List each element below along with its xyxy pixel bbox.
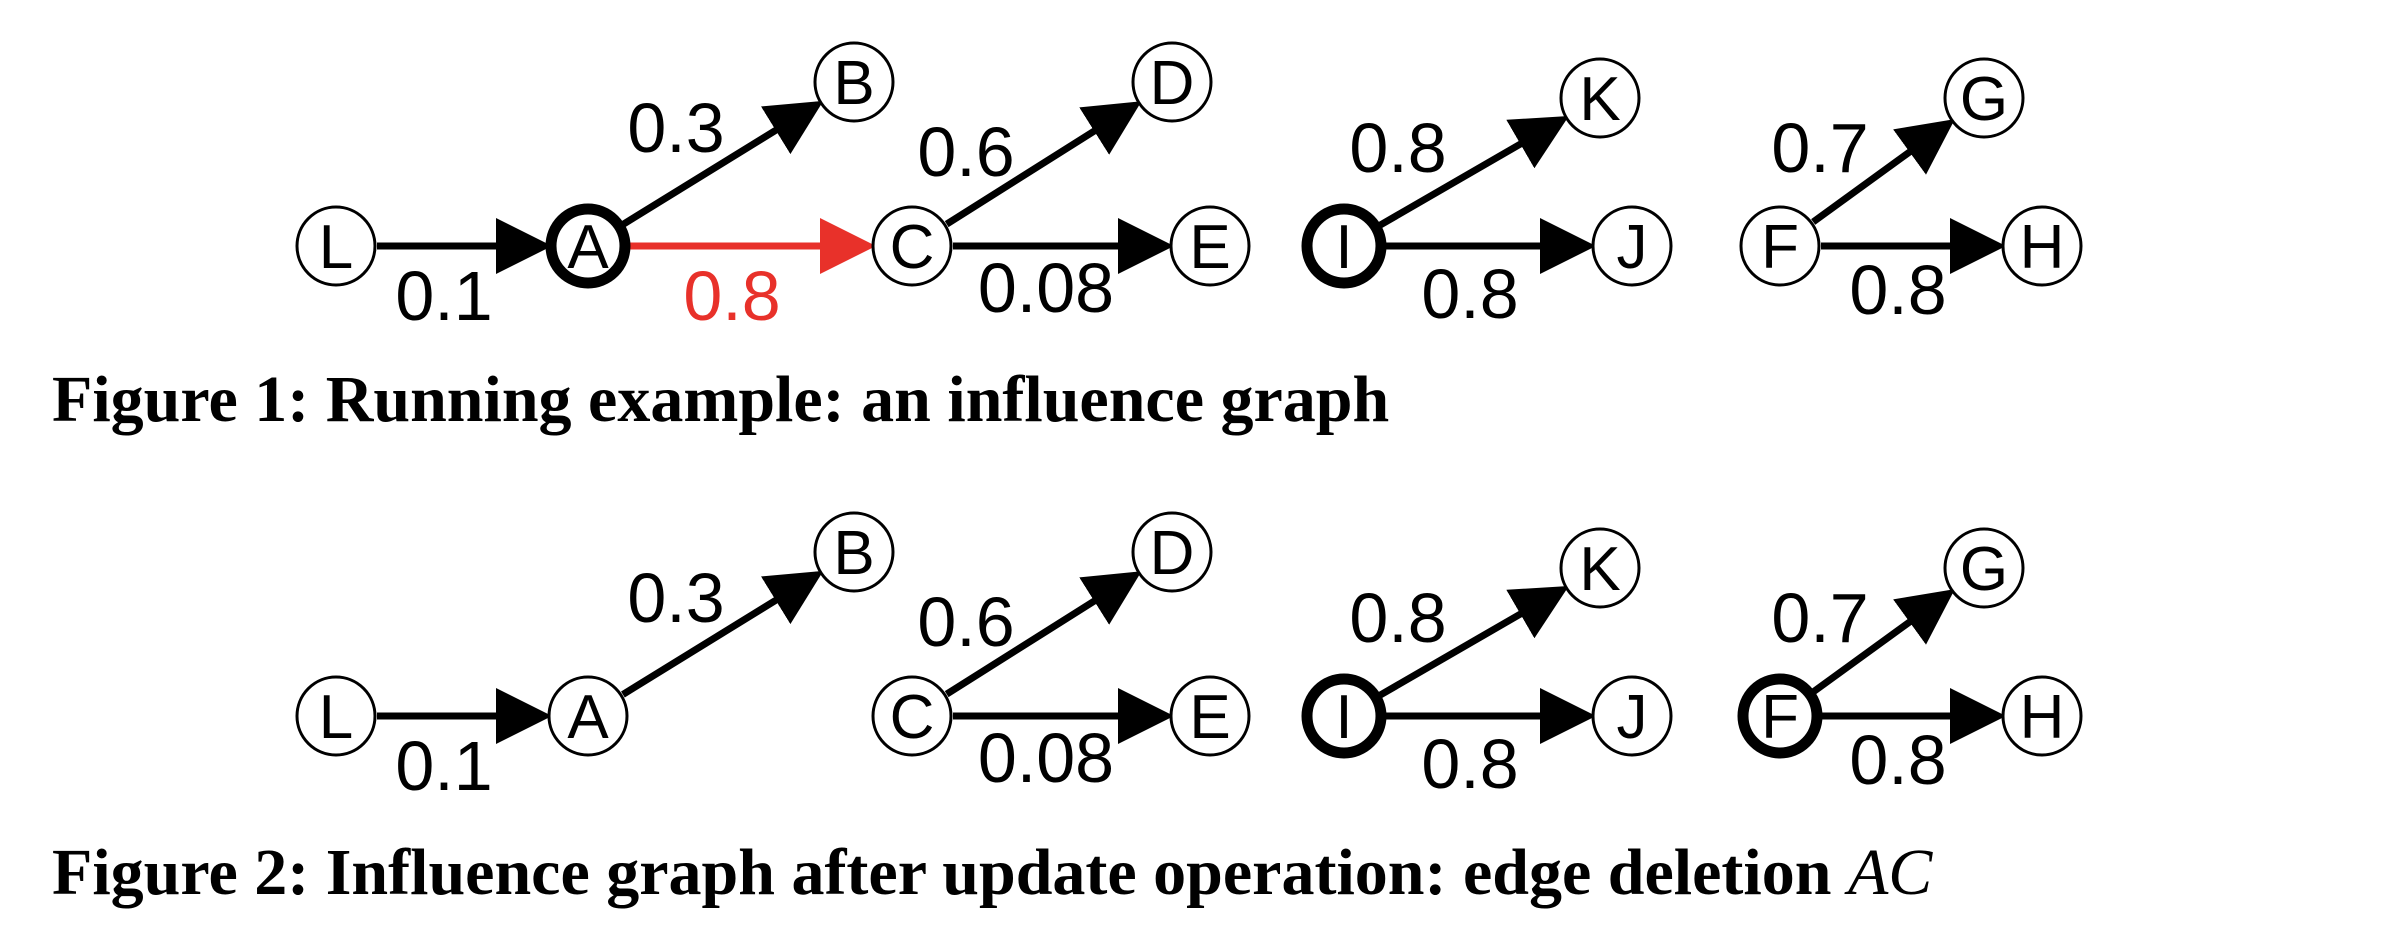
edge-weight-f-h: 0.8 (1849, 721, 1946, 799)
edge-weight-a-c: 0.8 (683, 257, 780, 335)
node-label-l: L (319, 683, 353, 752)
edge-f-g (1811, 119, 1955, 225)
edge-f-g (1811, 589, 1955, 695)
node-b (813, 41, 895, 123)
edge-weight-f-g: 0.7 (1771, 109, 1868, 187)
edge-weight-f-g: 0.7 (1771, 579, 1868, 657)
edge-c-d (944, 571, 1142, 698)
edge-i-k (1377, 586, 1569, 699)
node-label-c: C (890, 213, 935, 282)
node-label-h: H (2020, 683, 2065, 752)
node-e (1169, 675, 1251, 757)
node-g (1943, 57, 2025, 139)
node-label-f: F (1761, 213, 1799, 282)
edge-weight-c-d: 0.6 (917, 113, 1014, 191)
node-label-a: A (567, 683, 609, 752)
node-label-a: A (567, 213, 609, 282)
edge-weight-c-e: 0.08 (978, 249, 1114, 327)
node-h (2001, 675, 2083, 757)
figure-2-caption-edge: AC (1847, 836, 1933, 909)
node-label-j: J (1617, 213, 1648, 282)
node-d (1131, 511, 1213, 593)
node-l (295, 675, 377, 757)
node-e (1169, 205, 1251, 287)
node-b (813, 511, 895, 593)
node-label-f: F (1761, 683, 1799, 752)
edge-weight-c-d: 0.6 (917, 583, 1014, 661)
node-label-c: C (890, 683, 935, 752)
figure-1-caption: Figure 1: Running example: an influence … (52, 362, 1389, 438)
node-label-k: K (1579, 535, 1620, 604)
edge-weight-l-a: 0.1 (395, 257, 492, 335)
node-h (2001, 205, 2083, 287)
node-i (1301, 203, 1387, 289)
figure-2-caption-text: Influence graph after update operation: … (325, 836, 1832, 909)
node-g (1943, 527, 2025, 609)
edge-weight-i-k: 0.8 (1349, 109, 1446, 187)
node-i (1301, 673, 1387, 759)
node-label-b: B (833, 49, 874, 118)
node-label-g: G (1960, 535, 2008, 604)
node-c (871, 205, 953, 287)
edge-a-b (621, 100, 824, 228)
edge-c-d (944, 101, 1142, 228)
node-label-d: D (1150, 519, 1195, 588)
node-l (295, 205, 377, 287)
edge-weight-i-j: 0.8 (1421, 255, 1518, 333)
node-label-j: J (1617, 683, 1648, 752)
node-c (871, 675, 953, 757)
edge-i-k (1377, 116, 1569, 229)
node-label-b: B (833, 519, 874, 588)
edge-weight-a-b: 0.3 (627, 89, 724, 167)
figure-2-caption-number: Figure 2: (52, 836, 310, 909)
node-a (547, 675, 629, 757)
node-label-i: I (1335, 683, 1352, 752)
edge-weight-c-e: 0.08 (978, 719, 1114, 797)
node-label-e: E (1189, 683, 1230, 752)
figure-2-caption: Figure 2: Influence graph after update o… (52, 835, 1932, 911)
node-label-g: G (1960, 65, 2008, 134)
node-d (1131, 41, 1213, 123)
node-label-e: E (1189, 213, 1230, 282)
figure-1-caption-text: Running example: an influence graph (325, 363, 1390, 436)
edge-weight-i-k: 0.8 (1349, 579, 1446, 657)
node-j (1591, 205, 1673, 287)
node-f (1737, 673, 1823, 759)
node-k (1559, 527, 1641, 609)
edge-weight-i-j: 0.8 (1421, 725, 1518, 803)
node-label-i: I (1335, 213, 1352, 282)
edge-weight-a-b: 0.3 (627, 559, 724, 637)
node-label-d: D (1150, 49, 1195, 118)
node-label-k: K (1579, 65, 1620, 134)
edge-weight-l-a: 0.1 (395, 727, 492, 805)
node-label-l: L (319, 213, 353, 282)
node-k (1559, 57, 1641, 139)
node-label-h: H (2020, 213, 2065, 282)
figure-1-caption-number: Figure 1: (52, 363, 310, 436)
node-f (1739, 205, 1821, 287)
edge-a-b (621, 570, 824, 698)
edge-weight-f-h: 0.8 (1849, 251, 1946, 329)
node-a (545, 203, 631, 289)
node-j (1591, 675, 1673, 757)
